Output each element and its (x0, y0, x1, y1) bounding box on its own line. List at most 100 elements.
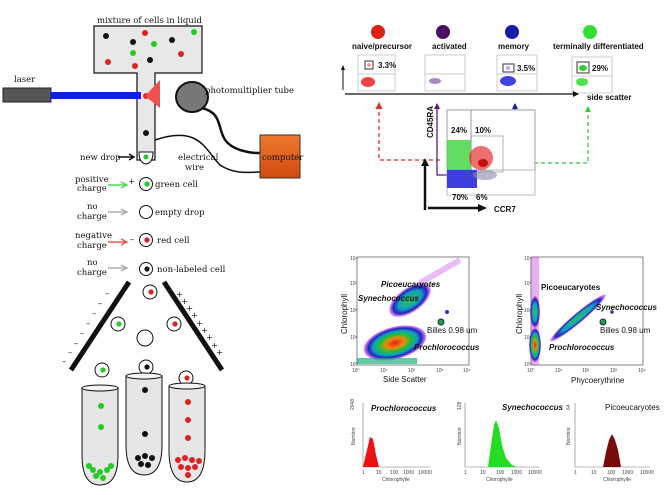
cell-sorter-diagram: mixture of cells in liquid laser photomu… (2, 16, 304, 486)
svg-text:Prochlorococcus: Prochlorococcus (414, 343, 480, 352)
svg-text:–: – (68, 348, 72, 358)
electrical-wire (154, 134, 261, 174)
scattered-light (145, 80, 160, 108)
negative-charges: – (105, 289, 109, 299)
svg-text:1: 1 (574, 470, 577, 476)
color-dot-icon (505, 25, 519, 39)
svg-text:10⁰: 10⁰ (524, 362, 532, 368)
svg-text:+: + (196, 319, 203, 329)
cells-in-liquid (103, 29, 197, 69)
svg-text:1000: 1000 (403, 470, 414, 476)
color-dot-icon (371, 25, 385, 39)
svg-text:+: + (191, 311, 198, 321)
svg-text:–: – (80, 329, 84, 339)
positive-plate (161, 280, 225, 372)
svg-text:10³: 10³ (350, 281, 358, 287)
svg-text:100: 100 (496, 470, 505, 476)
svg-text:10²: 10² (408, 368, 416, 374)
arrow-icon (108, 181, 129, 189)
svg-text:10¹: 10¹ (524, 335, 532, 341)
color-dot-icon (436, 25, 450, 39)
svg-text:Nombre: Nombre (351, 427, 357, 445)
ccr7-label: CCR7 (494, 205, 516, 214)
quadrant-ur: 10% (475, 126, 491, 135)
new-drop-arrow (118, 153, 136, 161)
svg-text:10000: 10000 (418, 470, 432, 476)
svg-text:Phycoerythrine: Phycoerythrine (571, 376, 625, 385)
svg-text:10⁴: 10⁴ (638, 368, 646, 374)
svg-text:Chlorophylle: Chlorophylle (382, 477, 410, 483)
svg-text:no: no (87, 202, 98, 212)
new-drop-label: new drop (80, 153, 121, 163)
svg-text:Chlorophylle: Chlorophylle (603, 477, 631, 483)
svg-text:–: – (92, 309, 96, 319)
svg-text:–: – (98, 299, 102, 309)
mixture-label: mixture of cells in liquid (97, 16, 202, 26)
svg-text:charge: charge (77, 241, 107, 251)
svg-text:no: no (87, 258, 98, 268)
svg-text:3.5%: 3.5% (517, 64, 535, 73)
laser-label: laser (14, 75, 36, 85)
svg-text:negative: negative (75, 231, 112, 241)
wire-label-2: wire (185, 163, 204, 173)
svg-text:2048: 2048 (350, 399, 356, 410)
svg-text:10: 10 (480, 470, 486, 476)
svg-text:+: + (201, 326, 208, 336)
svg-text:Nombre: Nombre (566, 427, 572, 445)
negative-plate (68, 280, 132, 372)
svg-text:10000: 10000 (640, 470, 654, 476)
svg-text:+: + (176, 290, 183, 300)
svg-text:10⁰: 10⁰ (527, 368, 535, 374)
collection-tube-green (81, 384, 119, 486)
svg-text:activated: activated (432, 42, 467, 51)
svg-text:Synechococcus: Synechococcus (502, 403, 563, 412)
svg-text:10: 10 (376, 470, 382, 476)
positive-charges: +++ +++ +++ (176, 290, 223, 358)
svg-text:10¹: 10¹ (555, 368, 563, 374)
population-terminally-differentiated: terminally differentiated 29% (553, 25, 644, 94)
svg-text:Prochlorococcus: Prochlorococcus (549, 343, 615, 352)
histogram-synechococcus: Synechococcus 128 Nombre Chorophylle (457, 401, 563, 483)
svg-text:10⁰: 10⁰ (350, 362, 358, 368)
svg-text:Billes 0.98 um: Billes 0.98 um (600, 326, 651, 335)
svg-text:+: + (211, 341, 218, 351)
svg-text:+: + (206, 333, 213, 343)
pmt-label: photomultiplier tube (205, 86, 294, 96)
legend-negative: negative charge – red cell (75, 231, 190, 251)
svg-text:Picoeucaryotes: Picoeucaryotes (605, 403, 660, 412)
svg-text:charge: charge (77, 212, 107, 222)
legend-empty: no charge empty drop (77, 202, 205, 222)
svg-text:charge: charge (77, 268, 107, 278)
svg-text:+: + (128, 177, 135, 187)
cd45ra-label: CD45RA (426, 106, 435, 138)
quadrant-lr: 6% (476, 193, 488, 202)
svg-text:128: 128 (457, 401, 463, 410)
svg-text:10⁰: 10⁰ (352, 368, 360, 374)
svg-text:10: 10 (591, 470, 597, 476)
svg-text:10¹: 10¹ (350, 335, 358, 341)
svg-text:–: – (74, 339, 78, 349)
svg-text:naive/precursor: naive/precursor (352, 42, 412, 51)
svg-text:Prochlorococcus: Prochlorococcus (371, 404, 437, 413)
svg-text:3.3%: 3.3% (378, 61, 396, 70)
svg-text:+: + (216, 348, 223, 358)
svg-text:10²: 10² (350, 308, 358, 314)
svg-text:charge: charge (77, 184, 107, 194)
legend-positive: positive charge + green cell (75, 175, 198, 194)
svg-text:+: + (181, 297, 188, 307)
svg-text:green cell: green cell (155, 180, 198, 190)
histogram-prochlorococcus: Prochlorococcus 2048 Nombre Chlorophylle (350, 399, 437, 483)
pmt-cable (201, 106, 261, 155)
svg-text:10000: 10000 (528, 470, 542, 476)
svg-text:64: 64 (566, 404, 572, 410)
legend-non-labeled: no charge non-labeled cell (77, 258, 226, 278)
arrow-icon (108, 208, 129, 216)
svg-text:Chorophylle: Chorophylle (486, 477, 513, 483)
computer-label: computer (262, 153, 304, 163)
scatter-phycoerythrine: Picoeucaryotes Synechococcus Billes 0.98… (515, 256, 657, 385)
svg-text:29%: 29% (592, 64, 608, 73)
wire-label-1: electrical (178, 153, 219, 163)
population-naive: naive/precursor 3.3% (352, 25, 412, 92)
laser-source (2, 87, 52, 103)
